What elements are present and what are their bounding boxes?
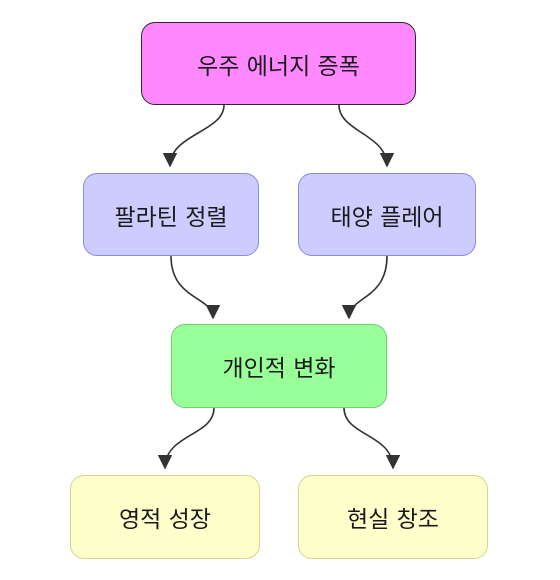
node-spiritual-growth: 영적 성장 (70, 475, 260, 559)
edge-root-to-solar (338, 104, 395, 168)
node-label: 영적 성장 (119, 507, 211, 533)
node-label: 우주 에너지 증폭 (197, 53, 360, 80)
node-label: 현실 창조 (347, 507, 439, 533)
edge-personal-to-spiritual (157, 407, 215, 470)
node-label: 개인적 변화 (222, 356, 336, 382)
edge-palatine-to-personal (170, 255, 221, 320)
node-solar-flare: 태양 플레어 (298, 173, 476, 256)
node-personal-transformation: 개인적 변화 (171, 324, 387, 408)
node-reality-creation: 현실 창조 (298, 475, 488, 559)
node-label: 팔라틴 정렬 (114, 204, 228, 231)
node-cosmic-energy-amplification: 우주 에너지 증폭 (141, 22, 416, 105)
node-palatine-alignment: 팔라틴 정렬 (83, 173, 259, 256)
node-label: 태양 플레어 (330, 204, 444, 231)
edge-personal-to-reality (343, 407, 401, 470)
edge-root-to-palatine (162, 104, 225, 168)
edge-solar-to-personal (341, 255, 388, 320)
